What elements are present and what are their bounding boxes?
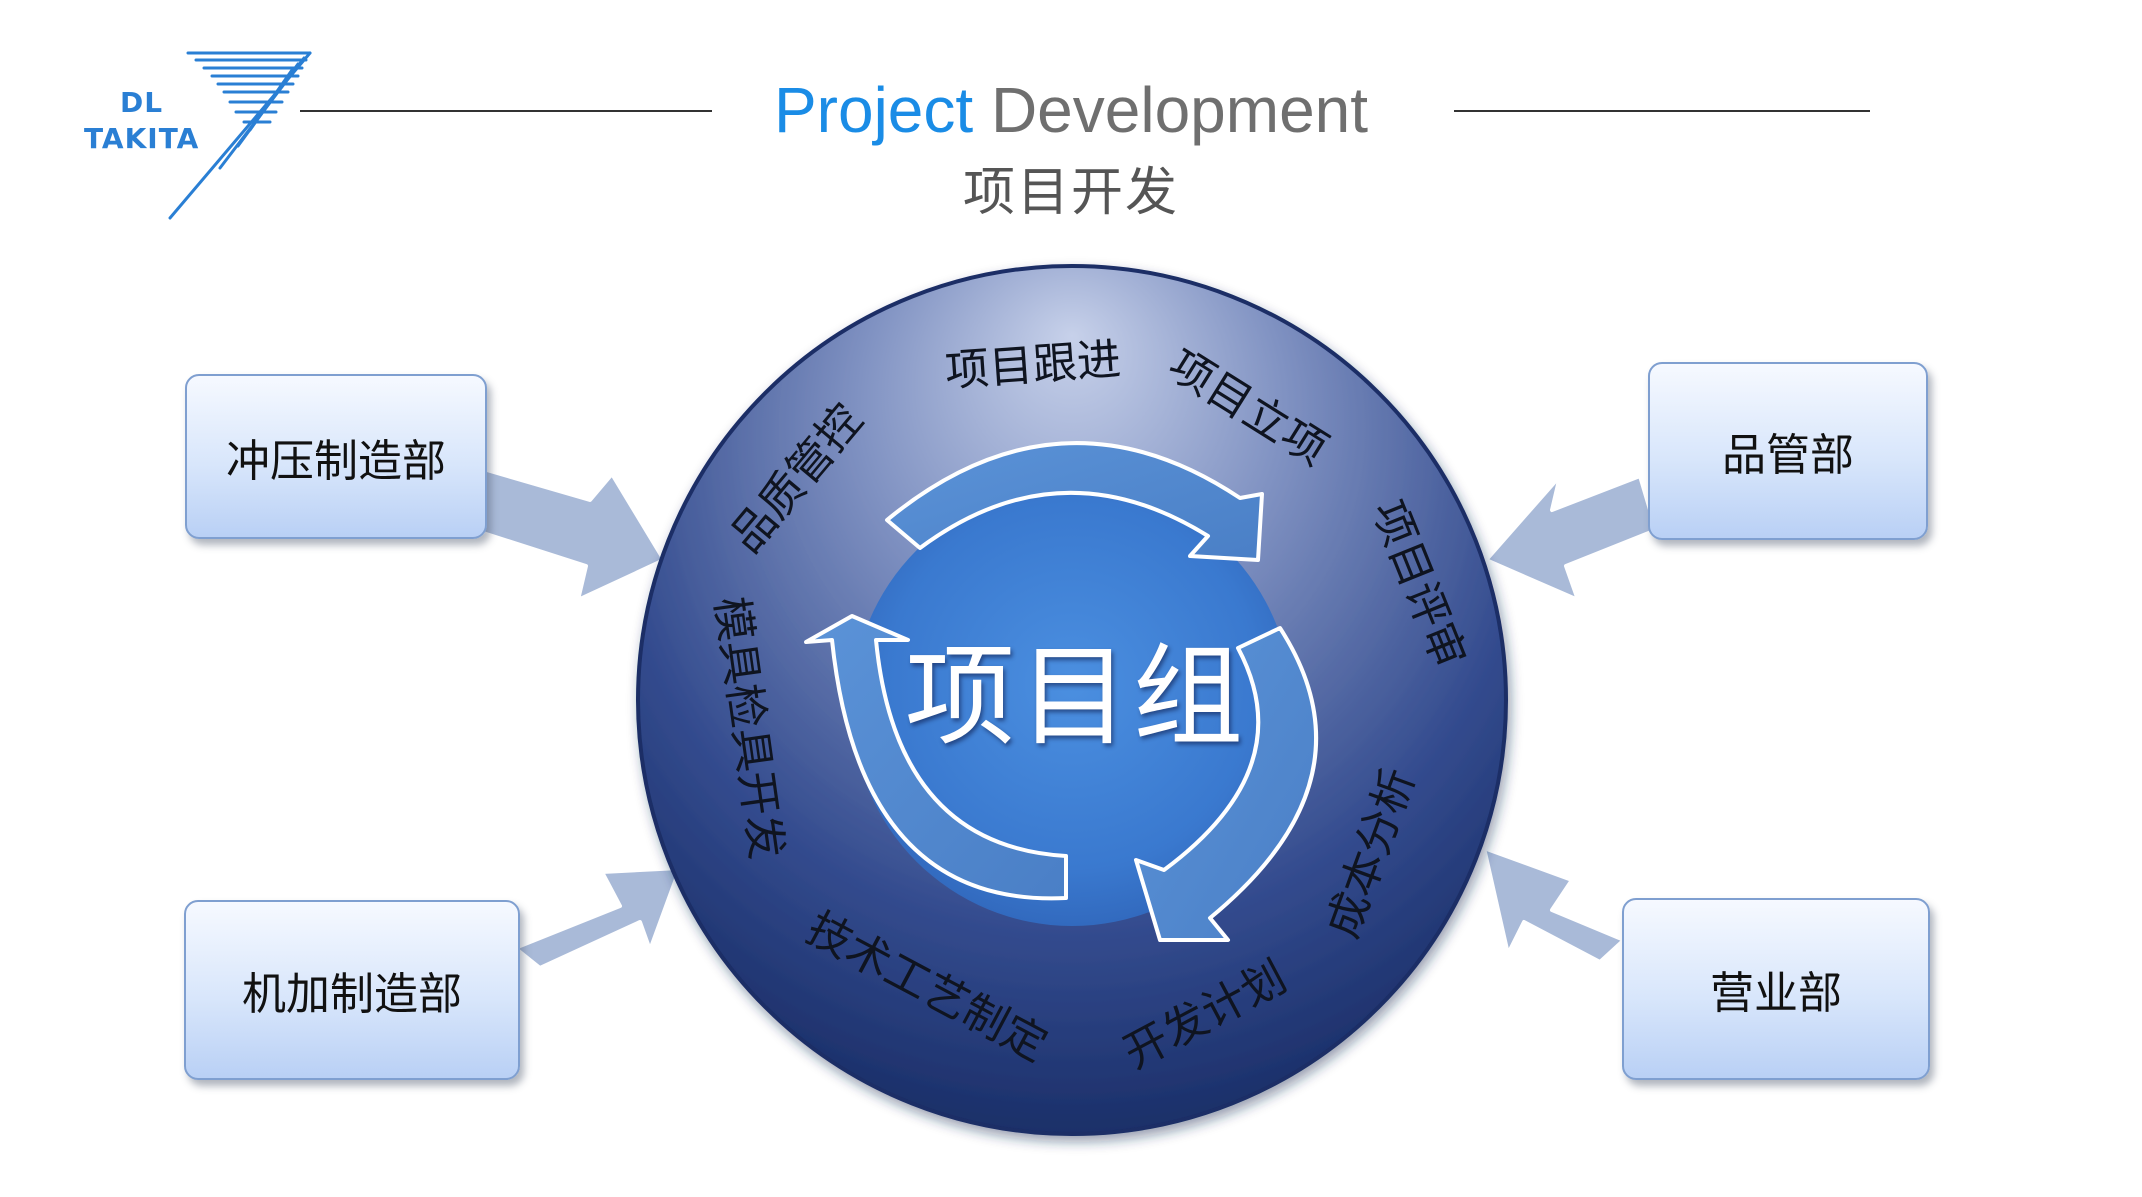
title-word-development: Development (990, 74, 1369, 146)
page-title: Project Development (0, 72, 2142, 148)
title-rule-left (300, 110, 712, 112)
cycle-arrow-right (1134, 626, 1319, 942)
company-logo: DL TAKITA (78, 50, 318, 225)
input-arrow-stamping (478, 466, 666, 602)
center-label-project-team: 项目组 (905, 633, 1247, 761)
input-arrow-machining (513, 866, 682, 970)
title-word-project: Project (773, 74, 974, 146)
dept-box-quality: 品管部 (1648, 362, 1928, 540)
logo-line-takita: TAKITA (84, 122, 200, 155)
logo-stripes-icon (168, 51, 312, 220)
title-rule-right (1454, 110, 1870, 112)
input-arrow-quality (1484, 474, 1658, 602)
page-subtitle: 项目开发 (962, 163, 1179, 223)
cycle-arrow-left (804, 614, 1068, 901)
dept-box-stamping: 冲压制造部 (185, 374, 487, 539)
dept-box-machining: 机加制造部 (184, 900, 520, 1080)
input-arrow-sales (1482, 846, 1626, 964)
dept-box-sales: 营业部 (1622, 898, 1930, 1080)
logo-line-dl: DL (120, 86, 164, 119)
cycle-arrow-top (885, 441, 1264, 562)
inner-circle (852, 486, 1292, 926)
stage-label-follow-up: 项目跟进 (943, 334, 1122, 397)
